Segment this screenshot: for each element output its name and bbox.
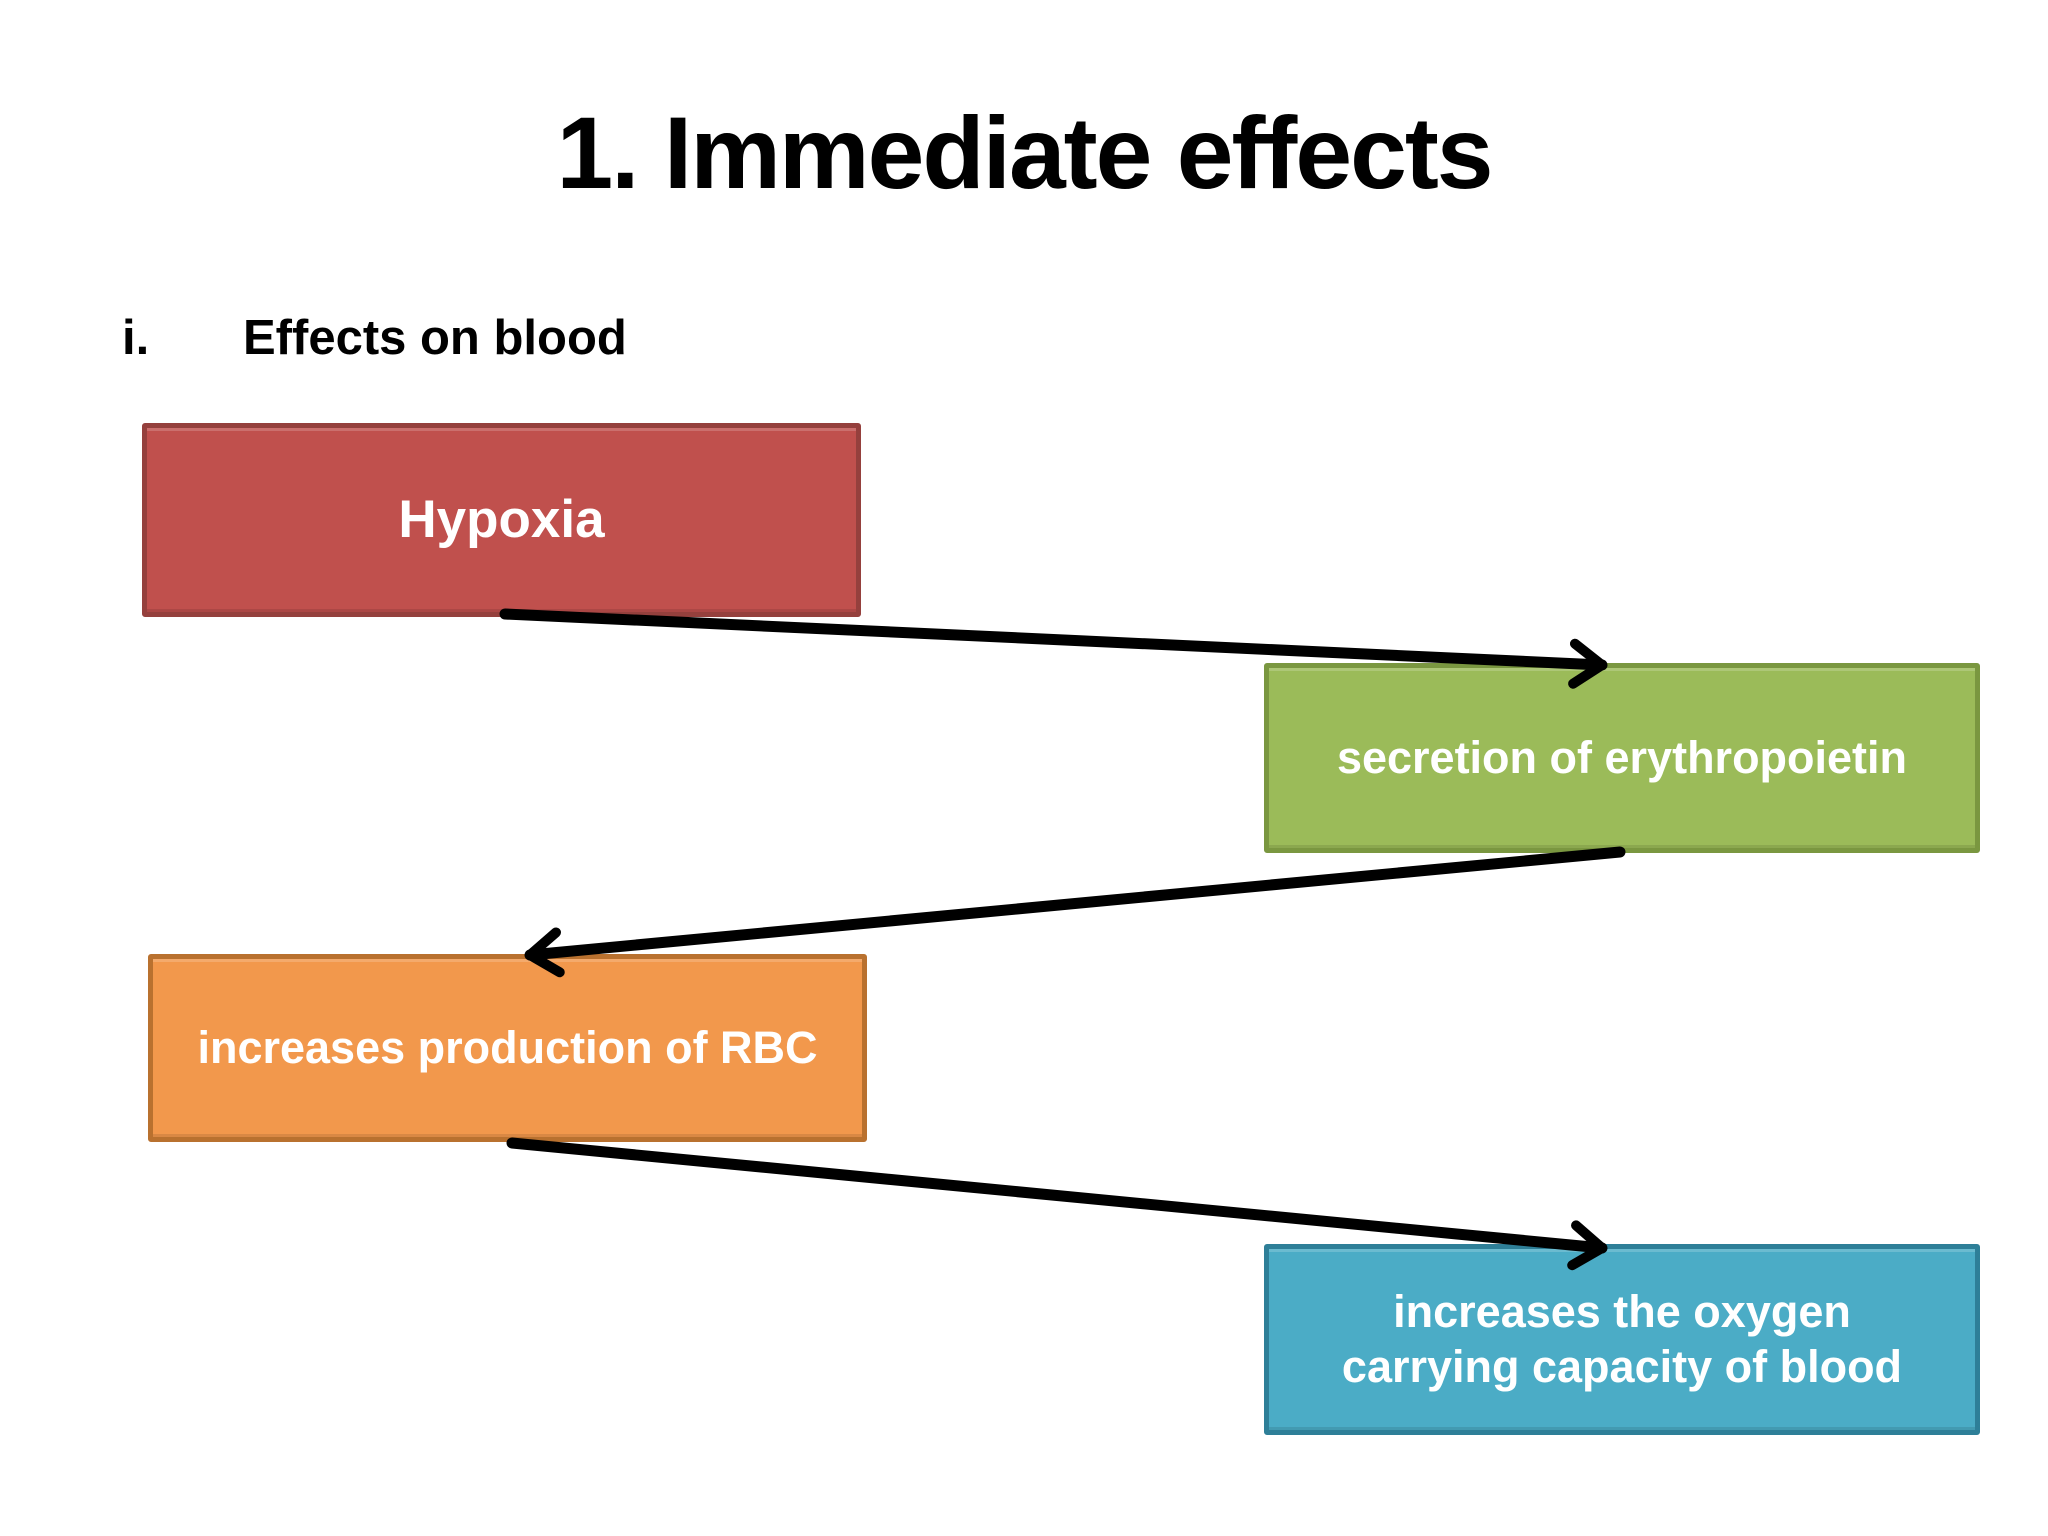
page-title: 1. Immediate effects: [556, 96, 1493, 210]
node-erythropoietin: secretion of erythropoietin: [1264, 663, 1980, 853]
subtitle: i. Effects on blood: [122, 310, 627, 366]
node-label: increases the oxygen carrying capacity o…: [1341, 1285, 1903, 1392]
list-marker: i.: [122, 311, 150, 365]
node-hypoxia: Hypoxia: [142, 423, 861, 617]
subtitle-text: Effects on blood: [243, 311, 627, 365]
node-label: increases production of RBC: [197, 1022, 818, 1073]
arrow-hypoxia-to-erythropoietin: [499, 608, 1608, 689]
arrow-erythropoietin-to-rbc: [524, 846, 1626, 978]
node-label: Hypoxia: [398, 490, 605, 550]
node-oxygen: increases the oxygen carrying capacity o…: [1264, 1244, 1980, 1435]
arrow-rbc-to-oxygen: [506, 1137, 1608, 1271]
node-rbc: increases production of RBC: [148, 954, 867, 1142]
node-label: secretion of erythropoietin: [1336, 732, 1908, 783]
